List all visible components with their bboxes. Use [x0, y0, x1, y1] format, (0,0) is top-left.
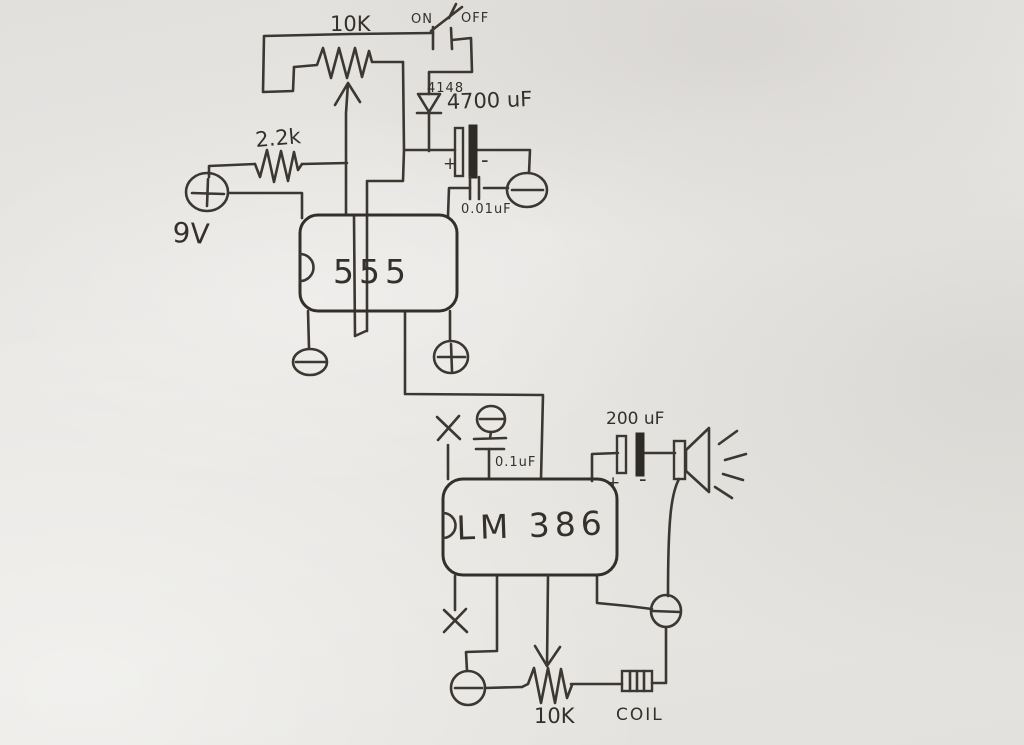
terminal-circle	[505, 171, 549, 209]
no-connect-x-bottom	[442, 607, 469, 634]
plus-mark	[190, 177, 226, 208]
switch-posts	[431, 25, 454, 51]
ic-lm386-amplifier: LM 386	[441, 477, 619, 577]
speaker-cone	[684, 426, 711, 494]
terminal-plus-555	[432, 339, 470, 375]
capacitor-001uf: 0.01uF	[461, 175, 512, 217]
ic-notch	[298, 252, 315, 283]
ic-lm386-label: LM 386	[456, 503, 608, 547]
terminal-circle	[432, 339, 470, 375]
switch-on-label: ON	[411, 12, 433, 27]
terminal-minus-555	[291, 347, 329, 377]
potentiometer-10k-bottom: 10K	[520, 574, 576, 728]
switch-lever	[429, 2, 464, 33]
no-connect-x-top	[435, 414, 462, 442]
ic-body	[441, 477, 619, 577]
switch-off-label: OFF	[461, 11, 489, 26]
terminal-minus-right	[649, 593, 683, 629]
cap-4700-minus: -	[481, 148, 489, 172]
ic-555-label: 555	[333, 252, 411, 291]
ic-body	[298, 213, 459, 313]
cap-plates	[468, 175, 481, 201]
coil-inductor: COIL	[616, 669, 664, 725]
plus-mark	[436, 342, 467, 373]
pot-top-label: 10K	[330, 12, 372, 36]
terminal-circle	[184, 171, 230, 213]
pot-bottom-label: 10K	[534, 704, 576, 728]
cap-01-label: 0.1uF	[495, 455, 536, 470]
coil-label: COIL	[616, 705, 664, 725]
terminal-circle	[449, 669, 487, 707]
speaker-symbol	[672, 426, 748, 500]
battery-label: 9V	[172, 216, 211, 251]
capacitor-01uf-ground: 0.1uF	[472, 404, 536, 470]
res-22k-label: 2.2k	[254, 124, 302, 152]
ic-555-timer: 555	[298, 213, 459, 313]
diode-4148: 4148	[415, 81, 464, 115]
capacitor-4700uf: 4700 uF + -	[443, 87, 533, 179]
battery-negative-terminal-top	[505, 171, 549, 209]
resistor-zigzag	[292, 46, 405, 80]
cap-plate-negative	[468, 124, 478, 179]
cap-plates	[472, 430, 508, 451]
ic-notch	[441, 511, 457, 540]
coil-windings	[628, 669, 646, 693]
power-switch: ON OFF	[411, 2, 489, 51]
capacitor-200uf: 200 uF + -	[606, 409, 664, 493]
wiper-arrow	[533, 574, 562, 668]
resistor-zigzag	[520, 666, 574, 705]
diode-label: 4148	[427, 81, 464, 96]
diode-triangle	[415, 92, 443, 115]
cap-001-label: 0.01uF	[461, 202, 512, 217]
resistor-22k: 2.2k	[253, 124, 304, 184]
cap-200-label: 200 uF	[606, 409, 664, 429]
battery-9v-positive-terminal: 9V	[172, 171, 230, 251]
wiring	[207, 31, 681, 690]
resistor-zigzag	[253, 148, 304, 184]
minus-mark	[651, 609, 682, 614]
terminal-circle	[291, 347, 329, 377]
terminal-minus-bottom-left	[449, 669, 487, 707]
sound-waves-icon	[713, 429, 748, 500]
potentiometer-10k-top: 10K	[292, 12, 405, 216]
wiper-arrow	[333, 81, 362, 216]
cap-200-minus: -	[639, 467, 647, 491]
cap-4700-plus: +	[443, 154, 457, 174]
cap-4700-label: 4700 uF	[446, 87, 532, 114]
cap-plate-positive	[615, 434, 628, 475]
cap-plate-positive	[453, 126, 465, 178]
cap-plate-negative	[635, 432, 645, 477]
terminal-circle	[649, 593, 683, 629]
cap-200-plus: +	[606, 473, 620, 493]
speaker-frame	[672, 439, 687, 481]
